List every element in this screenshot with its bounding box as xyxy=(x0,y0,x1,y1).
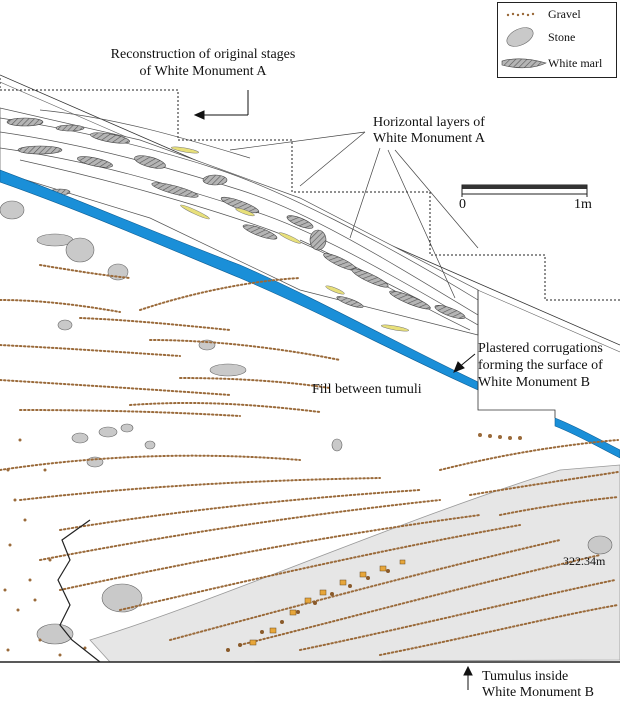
gravel-symbol-icon xyxy=(506,12,535,17)
gravel-lines xyxy=(0,264,619,656)
horizontal-layers-label-line1: Horizontal layers of xyxy=(373,115,485,130)
gravel-cluster xyxy=(226,559,406,652)
plastered-surface-band-right xyxy=(554,417,620,459)
reconstruction-outline xyxy=(0,78,620,301)
scale-bar xyxy=(461,184,588,197)
plastered-arrow xyxy=(453,353,476,373)
right-block-edge xyxy=(477,290,556,418)
tumulus-region xyxy=(89,464,620,663)
scale-start-label: 0 xyxy=(459,197,466,212)
legend-gravel-label: Gravel xyxy=(548,7,581,21)
tumulus-label-line2: White Monument B xyxy=(482,685,594,700)
reconstruction-arrow xyxy=(193,90,249,120)
reconstruction-label-line2: of White Monument A xyxy=(139,64,267,79)
horizontal-layers-leaders xyxy=(229,131,479,299)
yellow-lenses xyxy=(170,146,410,332)
reconstruction-label-line1: Reconstruction of original stages xyxy=(110,47,296,62)
horizontal-layers-label-line2: White Monument A xyxy=(373,131,485,146)
white-marl-lenses xyxy=(6,117,466,319)
white-marl-symbol-icon xyxy=(501,58,547,69)
gravel-scatter xyxy=(3,433,522,657)
scale-end-label: 1m xyxy=(574,197,592,212)
tumulus-label-line1: Tumulus inside xyxy=(482,669,569,684)
legend: Gravel Stone White marl xyxy=(497,2,617,78)
stone-symbol-icon xyxy=(506,27,534,47)
legend-white-marl-label: White marl xyxy=(548,56,603,70)
fill-between-tumuli-label: Fill between tumuli xyxy=(312,382,422,397)
plastered-label-line3: White Monument B xyxy=(478,375,590,390)
elevation-label: 322.34m xyxy=(563,554,606,568)
plastered-label-line2: forming the surface of xyxy=(478,358,603,373)
tumulus-left-edge xyxy=(57,519,101,663)
tumulus-arrow xyxy=(463,665,473,690)
plastered-label-line1: Plastered corrugations xyxy=(478,341,603,356)
legend-stone-label: Stone xyxy=(548,30,576,44)
